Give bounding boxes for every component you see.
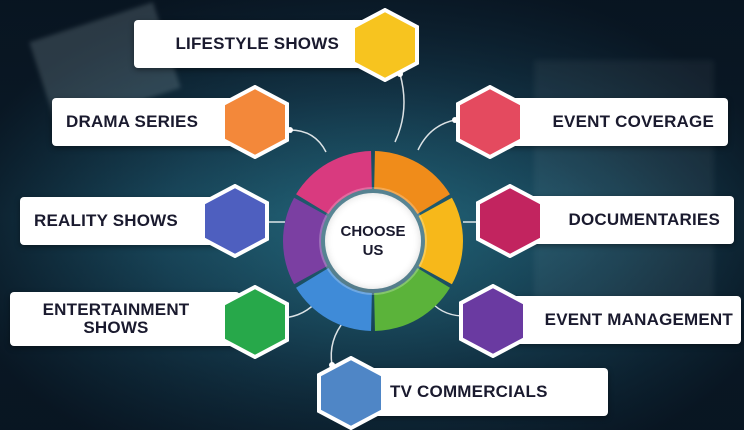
ring-segment-pink	[296, 151, 372, 215]
tv-hex-shape	[317, 356, 385, 430]
lifestyle-hexagon	[350, 8, 420, 82]
drama-series-label: DRAMA SERIES	[66, 112, 199, 131]
event-management-label: EVENT MANAGEMENT	[544, 310, 733, 329]
drama-hexagon	[220, 85, 290, 159]
choose-us-circle: CHOOSE US	[325, 193, 421, 289]
event-management-hex-shape	[459, 284, 527, 358]
reality-hex-shape	[201, 184, 269, 258]
event-coverage-hexagon	[455, 85, 525, 159]
item-reality-shows: REALITY SHOWS	[20, 197, 225, 245]
item-tv-commercials: TV COMMERCIALS	[345, 368, 608, 416]
lifestyle-shows-label: LIFESTYLE SHOWS	[175, 34, 339, 53]
item-drama-series: DRAMA SERIES	[52, 98, 252, 146]
reality-hexagon	[200, 184, 270, 258]
ring-segment-purple	[283, 197, 328, 285]
reality-shows-label: REALITY SHOWS	[34, 211, 178, 230]
tv-hexagon	[316, 356, 386, 430]
event-coverage-hex-shape	[456, 85, 524, 159]
entertainment-shows-label: ENTERTAINMENT SHOWS	[42, 300, 190, 337]
ring-segment-green	[374, 267, 450, 331]
entertainment-hexagon	[220, 285, 290, 359]
choice-ring	[283, 151, 463, 331]
event-management-hexagon	[458, 284, 528, 358]
entertainment-hex-shape	[221, 285, 289, 359]
documentaries-hexagon	[475, 184, 545, 258]
drama-hex-shape	[221, 85, 289, 159]
ring-segment-blue	[296, 267, 372, 331]
ring-segment-yellow	[418, 197, 463, 285]
documentaries-label: DOCUMENTARIES	[568, 210, 720, 229]
item-event-management: EVENT MANAGEMENT	[495, 296, 741, 344]
documentaries-hex-shape	[476, 184, 544, 258]
choose-us-label: CHOOSE US	[340, 223, 406, 259]
connector-drama	[289, 129, 327, 153]
lifestyle-hex-shape	[351, 8, 419, 82]
item-event-coverage: EVENT COVERAGE	[490, 98, 728, 146]
tv-commercials-label: TV COMMERCIALS	[390, 382, 548, 401]
ring-segment-orange	[374, 151, 450, 215]
item-entertainment-shows: ENTERTAINMENT SHOWS	[10, 292, 240, 346]
connector-event-coverage	[417, 119, 456, 151]
event-coverage-label: EVENT COVERAGE	[552, 112, 714, 131]
connector-lifestyle	[394, 73, 405, 143]
item-documentaries: DOCUMENTARIES	[510, 196, 734, 244]
item-lifestyle-shows: LIFESTYLE SHOWS	[134, 20, 384, 68]
